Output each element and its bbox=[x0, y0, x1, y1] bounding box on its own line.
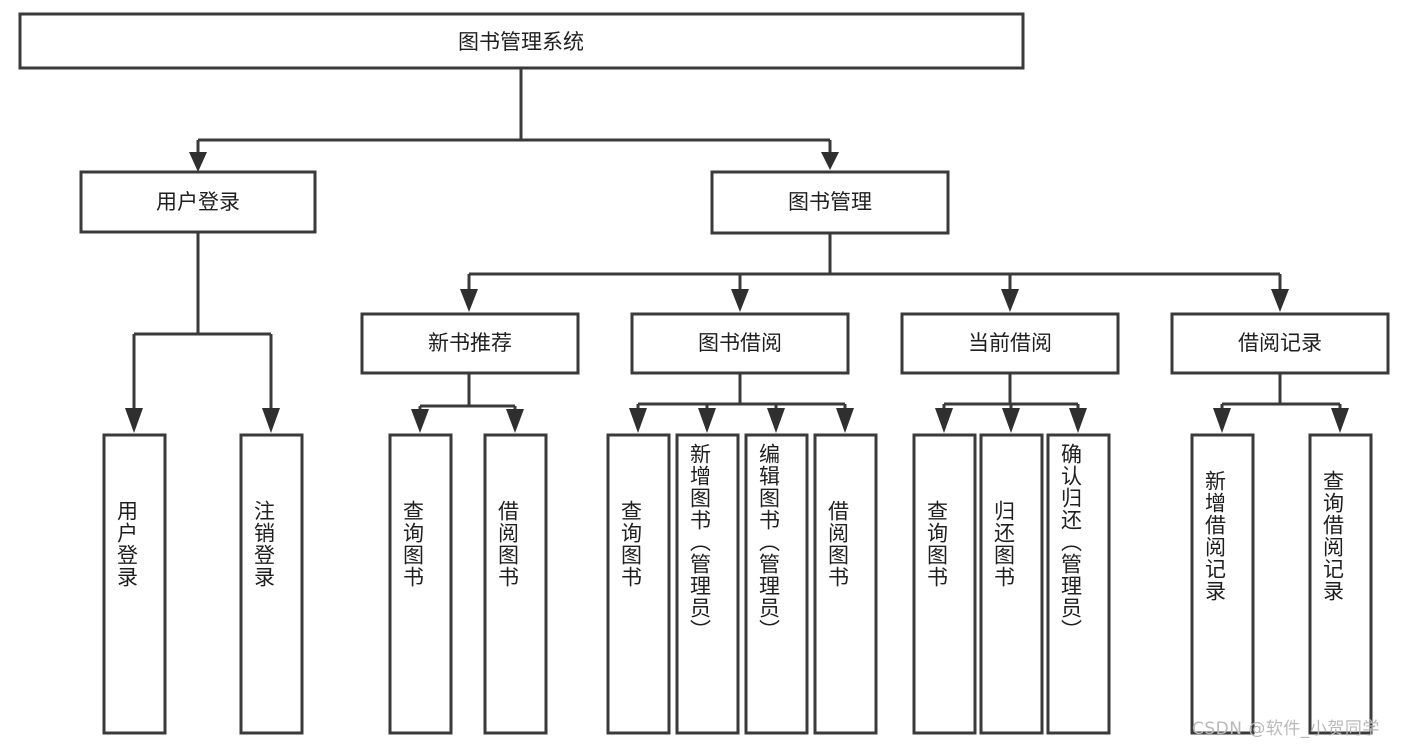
node-box-leaf-return-book[interactable] bbox=[979, 433, 1044, 735]
arrow-head-leaf-return-book bbox=[1002, 408, 1020, 433]
node-box-leaf-user-login[interactable] bbox=[102, 433, 167, 735]
arrow-head-leaf-borrow-book-1 bbox=[506, 409, 524, 433]
node-label-new-book-recommend: 新书推荐 bbox=[428, 331, 512, 355]
node-box-leaf-add-book[interactable] bbox=[675, 433, 740, 735]
node-label-book-borrow: 图书借阅 bbox=[698, 331, 782, 355]
arrow-head-user-login bbox=[189, 152, 207, 172]
arrow-head-new-book-recommend bbox=[460, 289, 478, 312]
node-label-book-manage: 图书管理 bbox=[788, 190, 872, 214]
connector-layer bbox=[125, 68, 1349, 433]
arrow-head-leaf-add-record bbox=[1213, 408, 1231, 433]
node-box-user-login[interactable] bbox=[79, 170, 317, 234]
node-label-borrow-record: 借阅记录 bbox=[1238, 331, 1322, 355]
arrow-head-leaf-query-record bbox=[1331, 408, 1349, 433]
arrow-head-book-manage bbox=[821, 152, 839, 170]
csdn-watermark: CSDN @软件_小贺同学 bbox=[1192, 719, 1380, 739]
arrow-head-borrow-record bbox=[1271, 289, 1289, 312]
node-box-leaf-add-record[interactable] bbox=[1190, 433, 1255, 735]
node-box-current-borrow[interactable] bbox=[900, 312, 1120, 375]
node-box-root[interactable] bbox=[18, 12, 1025, 70]
node-box-leaf-confirm-return[interactable] bbox=[1046, 433, 1111, 735]
node-box-new-book-recommend[interactable] bbox=[360, 312, 580, 375]
arrow-head-leaf-add-book bbox=[698, 408, 716, 433]
node-box-leaf-edit-book[interactable] bbox=[744, 433, 809, 735]
arrow-head-leaf-logout-login bbox=[262, 408, 280, 433]
node-box-leaf-query-book-1[interactable] bbox=[388, 433, 453, 735]
arrow-head-current-borrow bbox=[1001, 289, 1019, 312]
node-box-borrow-record[interactable] bbox=[1170, 312, 1390, 375]
arrow-head-book-borrow bbox=[731, 289, 749, 312]
node-box-leaf-query-book-2[interactable] bbox=[606, 433, 671, 735]
arrow-head-leaf-borrow-book-2 bbox=[836, 408, 854, 433]
arrow-head-leaf-query-book-3 bbox=[935, 408, 953, 433]
node-box-book-borrow[interactable] bbox=[630, 312, 850, 375]
node-box-leaf-logout-login[interactable] bbox=[239, 433, 304, 735]
arrow-head-leaf-edit-book bbox=[767, 408, 785, 433]
node-label-root: 图书管理系统 bbox=[458, 30, 584, 54]
node-box-leaf-borrow-book-2[interactable] bbox=[813, 433, 878, 735]
node-label-user-login: 用户登录 bbox=[156, 190, 240, 214]
arrow-head-leaf-query-book-2 bbox=[629, 408, 647, 433]
arrow-head-leaf-confirm-return bbox=[1069, 408, 1087, 433]
node-label-current-borrow: 当前借阅 bbox=[968, 331, 1052, 355]
node-box-book-manage[interactable] bbox=[710, 170, 950, 235]
node-box-leaf-borrow-book-1[interactable] bbox=[483, 433, 548, 735]
arrow-head-leaf-user-login bbox=[125, 408, 143, 433]
node-box-leaf-query-book-3[interactable] bbox=[912, 433, 977, 735]
node-box-leaf-query-record[interactable] bbox=[1308, 433, 1373, 735]
node-layer: 图书管理系统 用户登录 图书管理 新书推荐 图书借阅 当前借阅 借阅记录 bbox=[18, 12, 1390, 735]
arrow-head-leaf-query-book-1 bbox=[411, 409, 429, 433]
